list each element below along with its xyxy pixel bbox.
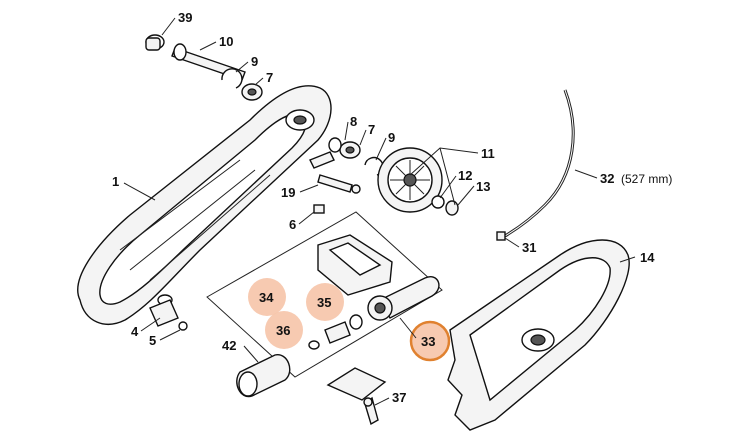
callout-11: 11: [481, 146, 495, 161]
callout-39: 39: [178, 10, 192, 25]
callout-6: 6: [289, 217, 296, 232]
callout-7: 7: [266, 70, 273, 85]
callout-42: 42: [222, 338, 236, 353]
callout-labels: 39 10 9 7 8 7 9 1 19 6 11 12 13 32 (527 …: [112, 10, 672, 405]
highlight-33: [411, 322, 449, 360]
selected-ring-33: [409, 320, 451, 362]
callout-5: 5: [149, 333, 156, 348]
leader-lines: [123, 17, 636, 406]
callout-9: 9: [251, 54, 258, 69]
oil-pump-kit-box: [206, 211, 443, 378]
callout-8: 8: [350, 114, 357, 129]
callout-14: 14: [640, 250, 655, 265]
callout-19: 19: [281, 185, 295, 200]
housing-part-1: [77, 85, 332, 331]
highlight-36: [265, 311, 303, 349]
callout-35: 35: [317, 295, 331, 310]
sprocket-cover-part-14: [447, 239, 630, 431]
callout-34: 34: [259, 290, 274, 305]
callout-32: 32: [600, 171, 614, 186]
shaft-assembly: [145, 34, 263, 101]
callout-10: 10: [219, 34, 233, 49]
oil-hose-part-32: [496, 89, 575, 241]
callout-7-sprocket: 7: [368, 122, 375, 137]
callout-31: 31: [522, 240, 536, 255]
loose-parts: [236, 354, 387, 426]
callout-36: 36: [276, 323, 290, 338]
highlight-35: [306, 283, 344, 321]
callout-33: 33: [421, 334, 435, 349]
callout-12: 12: [458, 168, 472, 183]
callout-1: 1: [112, 174, 119, 189]
highlight-34: [248, 278, 286, 316]
sprocket-assembly: [309, 137, 459, 216]
callout-37: 37: [392, 390, 406, 405]
callout-9-sprocket: 9: [388, 130, 395, 145]
highlight-circles: [248, 278, 451, 362]
part-32-length: (527 mm): [621, 172, 672, 186]
callout-4: 4: [131, 324, 139, 339]
callout-13: 13: [476, 179, 490, 194]
